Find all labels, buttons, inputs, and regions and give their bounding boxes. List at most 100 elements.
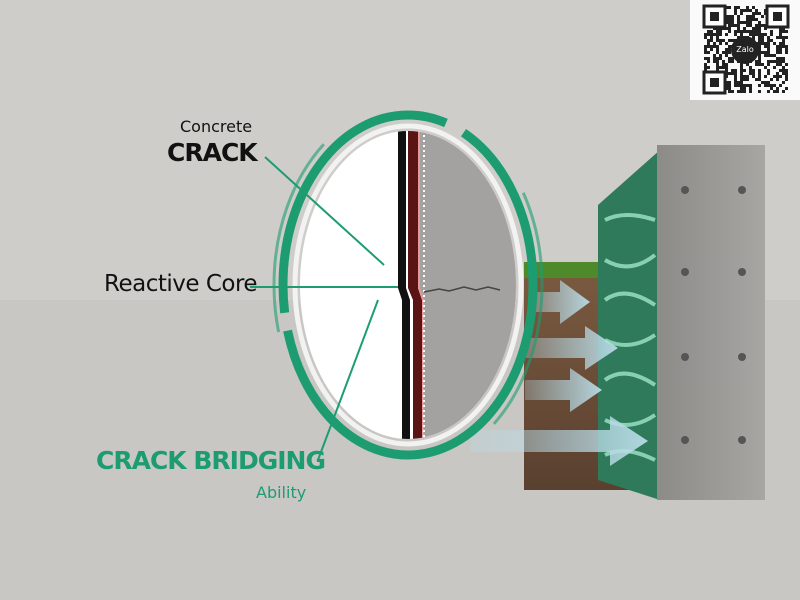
qr-module bbox=[737, 21, 740, 24]
qr-module bbox=[746, 15, 749, 18]
qr-module bbox=[779, 33, 782, 36]
qr-module bbox=[767, 81, 770, 84]
qr-module bbox=[734, 24, 737, 27]
qr-module bbox=[764, 84, 767, 87]
qr-module bbox=[764, 54, 767, 57]
qr-module bbox=[755, 27, 758, 30]
qr-module bbox=[716, 45, 719, 48]
qr-module bbox=[731, 69, 734, 72]
qr-module bbox=[719, 54, 722, 57]
qr-module bbox=[770, 30, 773, 33]
qr-module bbox=[785, 36, 788, 39]
qr-module bbox=[767, 36, 770, 39]
qr-module bbox=[752, 33, 755, 36]
qr-module bbox=[779, 75, 782, 78]
qr-module bbox=[722, 63, 725, 66]
qr-module bbox=[752, 36, 755, 39]
qr-module bbox=[767, 63, 770, 66]
qr-module bbox=[764, 45, 767, 48]
qr-module bbox=[731, 57, 734, 60]
qr-module bbox=[776, 51, 779, 54]
qr-module bbox=[767, 72, 770, 75]
qr-module bbox=[704, 66, 707, 69]
qr-module bbox=[767, 60, 770, 63]
qr-module bbox=[767, 69, 770, 72]
arrow bbox=[470, 416, 648, 466]
qr-module bbox=[746, 24, 749, 27]
qr-module bbox=[740, 12, 743, 15]
arrow bbox=[525, 326, 618, 370]
qr-code-pattern bbox=[702, 4, 790, 95]
qr-module bbox=[725, 51, 728, 54]
qr-module bbox=[767, 84, 770, 87]
qr-module bbox=[767, 54, 770, 57]
qr-module bbox=[776, 36, 779, 39]
qr-module bbox=[752, 72, 755, 75]
qr-module bbox=[740, 66, 743, 69]
qr-module bbox=[731, 90, 734, 93]
leader-lines bbox=[250, 156, 398, 461]
qr-module bbox=[764, 81, 767, 84]
qr-module bbox=[749, 21, 752, 24]
qr-module bbox=[779, 30, 782, 33]
qr-module bbox=[731, 21, 734, 24]
green-membrane bbox=[598, 150, 660, 500]
qr-module bbox=[716, 66, 719, 69]
qr-module bbox=[713, 54, 716, 57]
qr-module bbox=[758, 63, 761, 66]
qr-module bbox=[779, 57, 782, 60]
qr-module bbox=[716, 57, 719, 60]
qr-module bbox=[728, 6, 731, 9]
qr-module bbox=[752, 12, 755, 15]
reactive-core-layer bbox=[398, 131, 410, 439]
qr-module bbox=[728, 24, 731, 27]
qr-module bbox=[755, 33, 758, 36]
qr-module bbox=[746, 18, 749, 21]
concrete-wall bbox=[657, 145, 765, 500]
qr-module bbox=[782, 81, 785, 84]
qr-module bbox=[770, 87, 773, 90]
qr-module bbox=[749, 90, 752, 93]
qr-module bbox=[764, 75, 767, 78]
qr-module bbox=[758, 90, 761, 93]
qr-module bbox=[740, 84, 743, 87]
qr-module bbox=[776, 78, 779, 81]
qr-module bbox=[785, 48, 788, 51]
qr-module bbox=[737, 6, 740, 9]
qr-module bbox=[755, 30, 758, 33]
qr-module bbox=[731, 18, 734, 21]
qr-module bbox=[731, 39, 734, 42]
qr-module bbox=[776, 48, 779, 51]
qr-module bbox=[776, 63, 779, 66]
qr-module bbox=[782, 90, 785, 93]
qr-module bbox=[749, 84, 752, 87]
qr-module bbox=[779, 84, 782, 87]
qr-finder-center bbox=[710, 78, 719, 87]
qr-module bbox=[755, 63, 758, 66]
qr-module bbox=[746, 30, 749, 33]
qr-module bbox=[707, 45, 710, 48]
qr-module bbox=[734, 6, 737, 9]
qr-module bbox=[755, 78, 758, 81]
zalo-logo: Zalo bbox=[731, 36, 759, 64]
qr-module bbox=[755, 24, 758, 27]
qr-module bbox=[743, 27, 746, 30]
qr-module bbox=[785, 63, 788, 66]
qr-module bbox=[728, 30, 731, 33]
qr-module bbox=[779, 45, 782, 48]
qr-module bbox=[725, 42, 728, 45]
qr-module bbox=[749, 30, 752, 33]
qr-module bbox=[758, 12, 761, 15]
qr-module bbox=[704, 48, 707, 51]
qr-module bbox=[725, 33, 728, 36]
qr-module bbox=[716, 36, 719, 39]
qr-module bbox=[779, 36, 782, 39]
qr-module bbox=[719, 39, 722, 42]
magnifier-lens bbox=[272, 102, 544, 468]
qr-module bbox=[755, 9, 758, 12]
qr-module bbox=[722, 51, 725, 54]
qr-code[interactable]: Zalo bbox=[690, 0, 800, 100]
qr-module bbox=[716, 63, 719, 66]
qr-module bbox=[764, 66, 767, 69]
